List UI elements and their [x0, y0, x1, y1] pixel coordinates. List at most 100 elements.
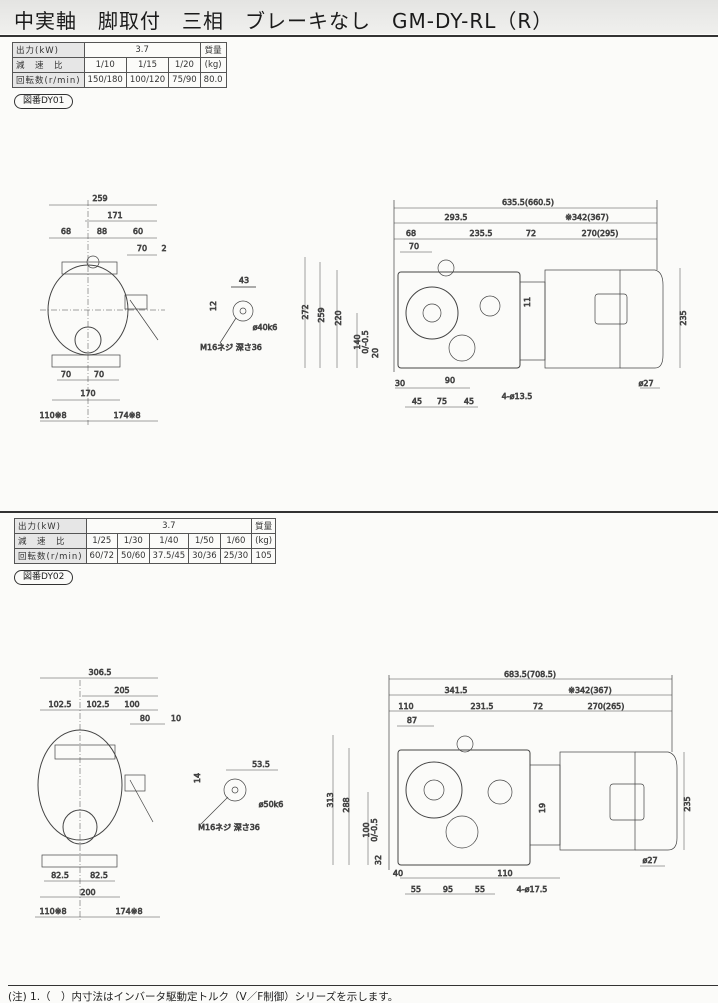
- dimension-label: 313: [326, 792, 335, 807]
- page-title: 中実軸 脚取付 三相 ブレーキなし GM-DY-RL（R）: [14, 9, 554, 33]
- dimension-label: 4-ø13.5: [502, 392, 533, 401]
- dimension-label: 205: [114, 686, 129, 695]
- dimension-label: 174※8: [115, 907, 142, 916]
- mass-value: 80.0: [199, 72, 227, 88]
- dimension-label: 293.5: [445, 213, 468, 222]
- dimension-label: 70: [137, 244, 147, 253]
- dimension-label: 32: [374, 855, 383, 865]
- dimension-label: 80: [140, 714, 150, 723]
- dimension-label: 75: [437, 397, 447, 406]
- dimension-label: 341.5: [445, 686, 468, 695]
- mass-value: 105: [251, 548, 277, 564]
- dy02-shaft-end: [200, 778, 247, 825]
- dimension-label: 171: [107, 211, 122, 220]
- dimension-label: 170: [80, 389, 95, 398]
- dimension-label: 235: [679, 310, 688, 325]
- dimension-label: 68: [406, 229, 416, 238]
- dy01-shaft-end: [219, 286, 256, 344]
- dimension-label: 110: [497, 869, 512, 878]
- dimension-label: 30: [395, 379, 405, 388]
- dimension-label: ø50k6: [259, 800, 284, 809]
- dimension-label: 0/-0.5: [370, 818, 379, 841]
- dimension-label: 72: [526, 229, 536, 238]
- speed-cell: 50/60: [117, 548, 150, 564]
- dimension-label: M16ネジ 深さ36: [198, 823, 260, 832]
- dimension-label: ø40k6: [253, 323, 278, 332]
- dimension-label: 200: [80, 888, 95, 897]
- dimension-label: 45: [464, 397, 474, 406]
- dimension-label: ※342(367): [565, 213, 608, 222]
- dimension-label: 14: [193, 773, 202, 783]
- dimension-label: 288: [342, 797, 351, 812]
- dimension-label: 259: [92, 194, 107, 203]
- dimension-label: 88: [97, 227, 107, 236]
- dimension-label: 82.5: [90, 871, 108, 880]
- speed-cell: 25/30: [219, 548, 253, 564]
- dimension-label: 60: [133, 227, 143, 236]
- footer-rule: [8, 985, 718, 986]
- dimension-label: 231.5: [471, 702, 494, 711]
- dimension-label: 68: [61, 227, 71, 236]
- dimension-label: ※342(367): [568, 686, 611, 695]
- speed-label: 回転数(r/min): [14, 548, 87, 564]
- dimension-label: 110: [398, 702, 413, 711]
- footnote: (注) 1.（ ）内寸法はインバータ駆動定トルク（V／F制御）シリーズを示します…: [8, 991, 399, 1003]
- dimension-label: ø27: [638, 379, 653, 388]
- title-bar: [0, 0, 718, 34]
- dimension-label: ø27: [642, 856, 657, 865]
- dimension-label: 272: [301, 304, 310, 319]
- title-rule: [0, 35, 718, 37]
- dimension-label: 235: [683, 796, 692, 811]
- speed-cell: 30/36: [188, 548, 221, 564]
- dimension-label: 259: [317, 307, 326, 322]
- dimension-label: M16ネジ 深さ36: [200, 343, 262, 352]
- dimension-label: 100: [124, 700, 139, 709]
- dy01-side-view: [393, 200, 664, 372]
- dimension-label: 270(265): [588, 702, 625, 711]
- dimension-label: 19: [538, 803, 547, 813]
- dy02-side-view: [388, 675, 678, 870]
- dimension-label: 20: [371, 348, 380, 358]
- dimension-label: 70: [94, 370, 104, 379]
- dimension-label: 100: [362, 822, 371, 837]
- dimension-label: 4-ø17.5: [517, 885, 548, 894]
- speed-cell: 37.5/45: [148, 548, 190, 564]
- dimension-label: 12: [209, 301, 218, 311]
- dimension-label: 102.5: [49, 700, 72, 709]
- section-rule: [0, 511, 718, 513]
- dimension-label: 70: [61, 370, 71, 379]
- dimension-label: 270(295): [582, 229, 619, 238]
- dimension-label: 102.5: [87, 700, 110, 709]
- dimension-label: 53.5: [252, 760, 270, 769]
- dimension-label: 45: [412, 397, 422, 406]
- figure-badge-dy01: 図番DY01: [14, 94, 74, 109]
- dimension-label: 55: [411, 885, 421, 894]
- dimension-label: 11: [523, 297, 532, 307]
- output-label: 出力(kW): [12, 42, 85, 58]
- dy02-front-view: [37, 680, 154, 920]
- dimension-label: 82.5: [51, 871, 69, 880]
- dimension-lines: [35, 204, 685, 918]
- dimension-label: 140: [353, 334, 362, 349]
- speed-cell: 100/120: [125, 72, 170, 88]
- dimension-label: 2: [161, 244, 166, 253]
- dimension-label: 235.5: [470, 229, 493, 238]
- dimension-label: 683.5(708.5): [504, 670, 556, 679]
- dimension-label: 70: [409, 242, 419, 251]
- dimension-label: 110※8: [39, 907, 66, 916]
- dimension-label: 43: [239, 276, 249, 285]
- dimension-label: 635.5(660.5): [502, 198, 554, 207]
- dimension-label: 55: [475, 885, 485, 894]
- dimension-label: 87: [407, 716, 417, 725]
- dimension-label: 95: [443, 885, 453, 894]
- dimension-label: 110※8: [39, 411, 66, 420]
- dimension-label: 0/-0.5: [361, 330, 370, 353]
- dimension-label: 220: [334, 310, 343, 325]
- dimension-label: 40: [393, 869, 403, 878]
- figure-badge-dy02: 図番DY02: [14, 570, 74, 585]
- dimension-label: 90: [445, 376, 455, 385]
